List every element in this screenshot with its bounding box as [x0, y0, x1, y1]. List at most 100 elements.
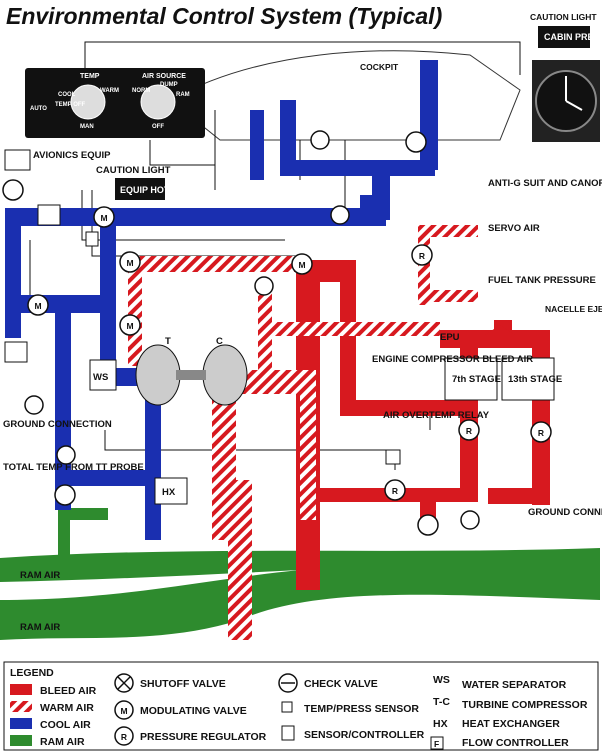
pressure-regulator-4 [384, 479, 406, 501]
shutoff-valve-1 [2, 179, 24, 201]
caution-light-label-right: CAUTION LIGHT [530, 12, 597, 22]
legend-heat-exch: HEAT EXCHANGER [462, 718, 560, 730]
ground-conn-left-label: GROUND CONNECTION [3, 419, 112, 430]
legend-flow-ctrl: FLOW CONTROLLER [462, 737, 569, 749]
legend-title: LEGEND [10, 667, 54, 679]
legend-temp-press: TEMP/PRESS SENSOR [304, 703, 419, 715]
panel-norm-label: NORM [132, 88, 150, 94]
avionics-box [4, 149, 31, 171]
panel-warm-label: WARM [100, 88, 119, 94]
check-valve-1 [330, 205, 350, 225]
anti-g-label: ANTI-G SUIT AND CANOPY SEAL [488, 178, 602, 189]
nacelle-label: NACELLE EJECTOR [545, 304, 602, 314]
legend-regulator: PRESSURE REGULATOR [140, 731, 267, 743]
stage-7-label: 7th STAGE [452, 374, 501, 385]
flow-controller [385, 449, 401, 465]
check-valve-3 [24, 395, 44, 415]
svg-text:R: R [121, 732, 127, 742]
legend-cool: COOL AIR [40, 719, 91, 731]
svg-text:R: R [538, 428, 544, 438]
turbine [135, 344, 181, 406]
total-temp-label: TOTAL TEMP FROM TT PROBE [3, 462, 144, 473]
compressor-label: C [216, 336, 223, 347]
svg-text:M: M [120, 706, 127, 716]
air-source-knob[interactable] [140, 84, 176, 120]
cabin-press-text: CABIN PRESS [544, 32, 602, 42]
svg-text:R: R [392, 486, 398, 496]
caution-light-label-left: CAUTION LIGHT [96, 165, 171, 176]
stage-13-label: 13th STAGE [508, 374, 562, 385]
page-title: Environmental Control System (Typical) [6, 3, 442, 29]
legend-swatches [10, 684, 32, 746]
panel-air-source-label: AIR SOURCE [142, 73, 186, 80]
svg-text:M: M [100, 213, 107, 223]
engine-bleed-label: ENGINE COMPRESSOR BLEED AIR [372, 354, 533, 365]
panel-temp-label: TEMP [80, 73, 100, 80]
legend-turbine-comp: TURBINE COMPRESSOR [462, 699, 588, 711]
overtemp-label: AIR OVERTEMP RELAY [383, 410, 490, 421]
legend-ws-glyph: WS [433, 674, 450, 686]
avionics-label: AVIONICS EQUIP [33, 150, 111, 161]
stage-7-box [444, 357, 498, 401]
legend-modulating: MODULATING VALVE [140, 705, 247, 717]
svg-text:M: M [298, 260, 305, 270]
panel-dump-label: DUMP [160, 82, 178, 88]
pressure-regulator-3 [530, 421, 552, 443]
legend-hx-glyph: HX [433, 718, 448, 730]
svg-text:M: M [126, 258, 133, 268]
modulating-valve-2 [119, 251, 141, 273]
ground-conn-right-label: GROUND CONNECTION [528, 507, 602, 518]
pressure-regulator-1 [411, 244, 433, 266]
ws-label: WS [93, 372, 108, 383]
legend-f-glyph: F [434, 739, 439, 749]
compressor [202, 344, 248, 406]
turbine-label: T [165, 336, 171, 347]
svg-text:M: M [126, 321, 133, 331]
modulating-valve-3 [119, 314, 141, 336]
check-valve-5 [460, 510, 480, 530]
legend-controller-icon [281, 725, 295, 741]
modulating-valve-5 [291, 253, 313, 275]
legend-modulating-icon [114, 700, 134, 720]
legend-shutoff: SHUTOFF VALVE [140, 678, 226, 690]
legend-sensor-controller: SENSOR/CONTROLLER [304, 729, 425, 741]
modulating-valve-4 [27, 294, 49, 316]
ram-air-label-1: RAM AIR [20, 570, 60, 581]
equip-hot-text: EQUIP HOT [120, 185, 170, 195]
water-separator [89, 359, 117, 391]
shutoff-valve-3 [405, 131, 427, 153]
legend-warm: WARM AIR [40, 702, 94, 714]
ram-air-flow [0, 508, 600, 640]
hx-label: HX [162, 487, 176, 498]
svg-text:R: R [419, 251, 425, 261]
check-valve-4 [56, 445, 76, 465]
svg-text:R: R [466, 426, 472, 436]
servo-air-label: SERVO AIR [488, 223, 540, 234]
legend-ram: RAM AIR [40, 736, 85, 748]
legend-tc-glyph: T-C [433, 696, 450, 708]
panel-ram-label: RAM [176, 92, 190, 98]
legend-bleed: BLEED AIR [40, 685, 97, 697]
legend-regulator-icon [114, 726, 134, 746]
legend-box [3, 661, 599, 751]
temp-knob[interactable] [70, 84, 106, 120]
bleed-air-flow [296, 260, 550, 590]
panel-cool-label: COOL [58, 92, 76, 98]
cockpit-label: COCKPIT [360, 62, 399, 72]
legend-check: CHECK VALVE [304, 678, 378, 690]
panel-man-label: MAN [80, 124, 94, 130]
cockpit-outline [169, 50, 521, 141]
legend-sensor-icon [281, 701, 293, 713]
equip-hot-light [115, 178, 165, 200]
cabin-press-light [538, 26, 590, 48]
check-valve-2 [254, 276, 274, 296]
panel-off-label: OFF [152, 124, 164, 130]
fuel-tank-label: FUEL TANK PRESSURE [488, 275, 596, 286]
panel-temp-off-label: TEMP OFF [55, 102, 86, 108]
heat-exchanger-1 [154, 477, 188, 505]
svg-text:M: M [34, 301, 41, 311]
shutoff-valve-2 [54, 484, 76, 506]
pressure-regulator-2 [458, 419, 480, 441]
check-valve-6 [310, 130, 330, 150]
